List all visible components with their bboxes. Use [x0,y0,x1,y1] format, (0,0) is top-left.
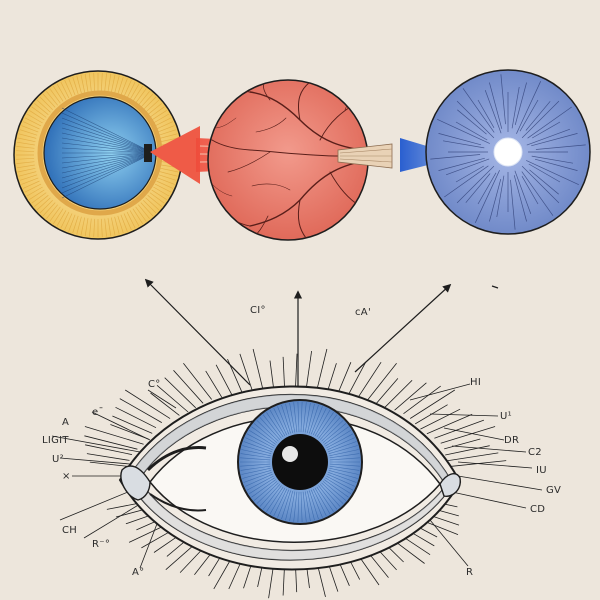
label-top-right: cA' [355,307,371,318]
label-left-upper: C° [148,379,161,390]
label-left-a: A [62,417,70,428]
label-right-c2: C2 [528,447,542,458]
label-right-cd: CD [530,504,546,515]
label-bottom-a: A° [132,567,145,578]
label-top-left: CI° [250,305,266,316]
label-right-u: U¹ [500,411,512,422]
label-right-hi: HI [470,377,482,388]
label-right-iu: IU [536,465,547,476]
optic-nerve-bundle [337,143,393,169]
label-left-x: × [62,471,71,482]
label-left-ch: CH [62,525,78,536]
label-right-gv: GV [546,485,562,496]
label-left-r: R⁻° [92,539,111,550]
label-left-light: LIGIT [42,435,69,446]
optic-disc-icon [425,69,591,235]
eye-icon [51,348,543,599]
label-left-u: U² [52,454,64,465]
label-right-dr: DR [504,435,520,446]
label-bottom-r: R [466,567,474,578]
label-left-e: eˉ [92,407,104,418]
